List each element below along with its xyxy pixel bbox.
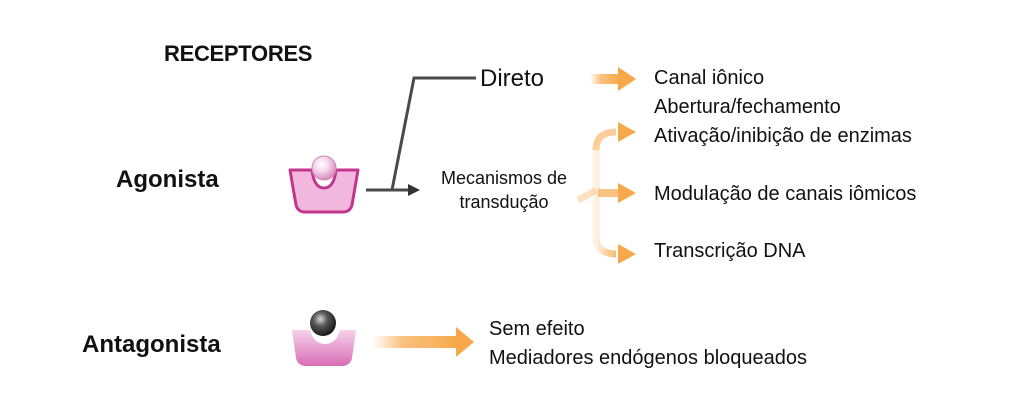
antagonist-effect-arrow xyxy=(372,327,474,357)
direct-effect-2: Abertura/fechamento xyxy=(654,96,841,118)
direct-effect-arrow xyxy=(590,67,636,91)
agonist-receptor-icon xyxy=(288,155,360,214)
agonist-connector xyxy=(366,76,476,192)
antagonist-effect-2: Mediadores endógenos bloqueados xyxy=(489,347,808,369)
transduction-bracket xyxy=(576,122,636,264)
direct-effect-1: Canal iônico xyxy=(654,67,765,89)
antagonist-effect-1: Sem efeito xyxy=(489,318,585,340)
diagram-title: RECEPTORES xyxy=(164,41,313,66)
transduction-effect-2: Modulação de canais iômicos xyxy=(654,183,917,205)
direct-pathway-label: Direto xyxy=(480,65,545,92)
antagonist-receptor-icon xyxy=(292,310,356,366)
agonist-label: Agonista xyxy=(116,166,219,193)
antagonist-label: Antagonista xyxy=(82,331,221,358)
transduction-arrowhead xyxy=(408,184,420,196)
transduction-effect-1: Ativação/inibição de enzimas xyxy=(654,125,912,147)
transduction-pathway-label: Mecanismos de transdução xyxy=(440,168,568,212)
transduction-effect-3: Transcrição DNA xyxy=(654,240,806,262)
